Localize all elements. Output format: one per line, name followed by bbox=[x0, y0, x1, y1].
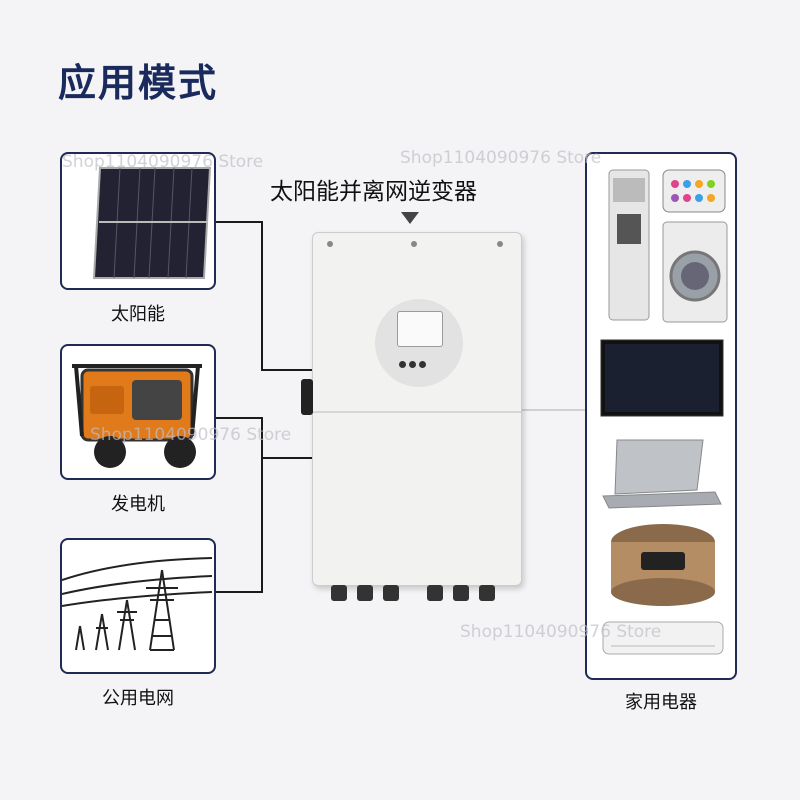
generator-icon bbox=[72, 364, 202, 468]
solar-panel-icon bbox=[92, 167, 212, 279]
source-label-solar: 太阳能 bbox=[111, 304, 165, 325]
page-title: 应用模式 bbox=[58, 61, 219, 105]
switch-handle bbox=[301, 379, 313, 415]
lcd-screen bbox=[397, 311, 443, 347]
appliances-icon bbox=[600, 169, 728, 655]
hybrid-inverter bbox=[301, 232, 522, 601]
grid-box bbox=[60, 538, 216, 674]
source-label-generator: 发电机 bbox=[111, 494, 165, 515]
inverter-label: 太阳能并离网逆变器 bbox=[270, 179, 477, 205]
television-icon bbox=[600, 339, 724, 417]
air-conditioner-icon bbox=[602, 621, 724, 655]
washing-machine-icon bbox=[662, 221, 728, 323]
appliances-box bbox=[585, 152, 737, 680]
generator-box bbox=[60, 344, 216, 480]
solar-box bbox=[60, 152, 216, 290]
source-label-grid: 公用电网 bbox=[102, 688, 174, 709]
arrow-down-icon bbox=[401, 212, 419, 224]
smartphone-icon bbox=[662, 169, 726, 213]
laptop-icon bbox=[602, 439, 722, 509]
control-panel bbox=[375, 299, 463, 387]
power-grid-icon bbox=[62, 557, 213, 651]
water-dispenser-icon bbox=[608, 169, 650, 321]
control-buttons-icon bbox=[399, 353, 439, 368]
rice-cooker-icon bbox=[611, 524, 715, 606]
loads-label: 家用电器 bbox=[625, 692, 697, 713]
